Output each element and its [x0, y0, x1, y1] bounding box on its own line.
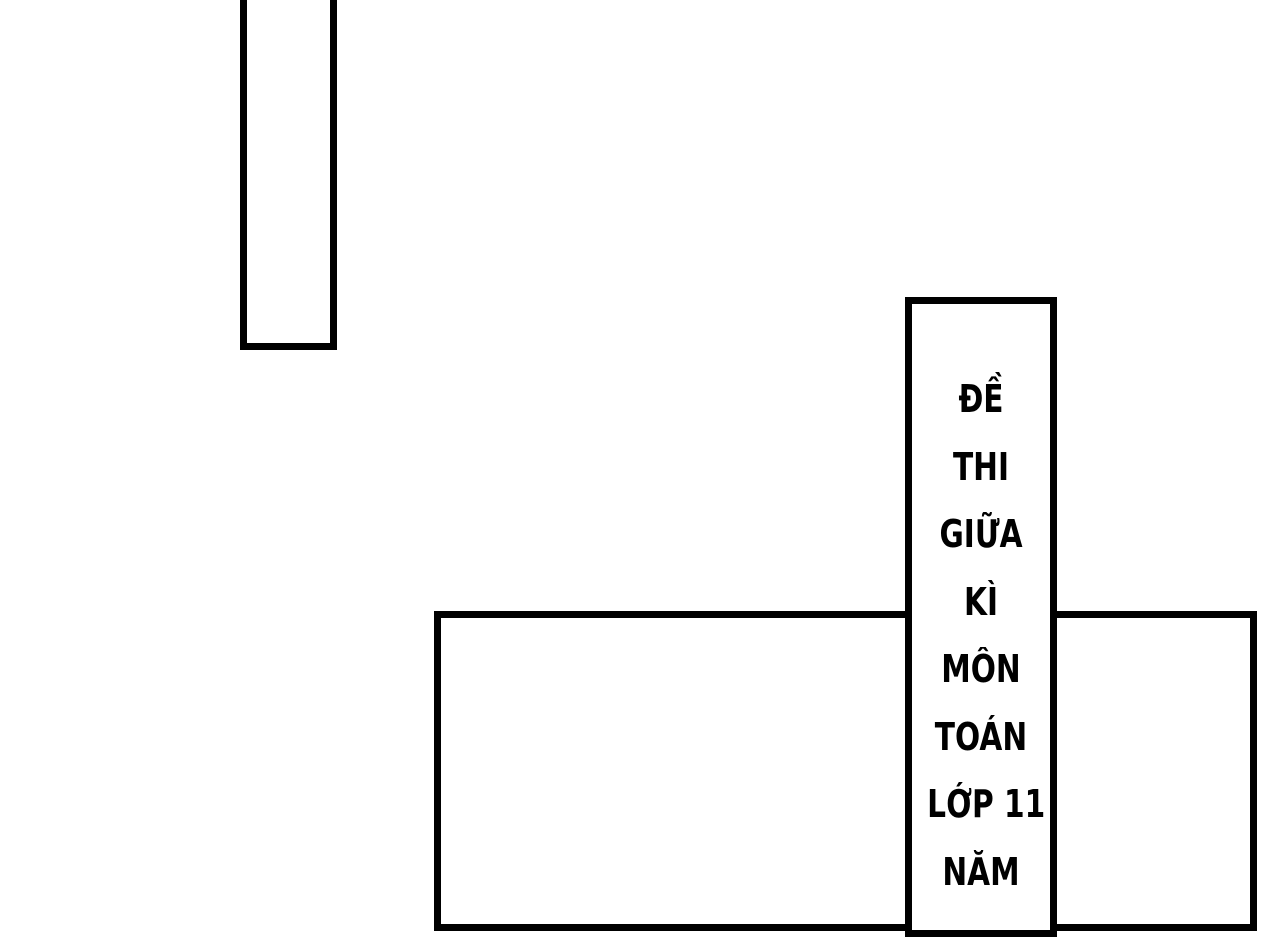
banner-line: THI	[952, 444, 1010, 489]
banner-line: TOÁN	[934, 714, 1028, 759]
banner-line: KÌ	[963, 579, 999, 624]
comic-panel-bottom	[434, 611, 1257, 931]
vertical-title-banner: ĐỀ THI GIỮA KÌ MÔN TOÁN LỚP 11 NĂM	[905, 297, 1057, 937]
comic-panel-top-left	[240, 0, 337, 350]
banner-line: ĐỀ	[958, 377, 1004, 421]
banner-text: ĐỀ THI GIỮA KÌ MÔN TOÁN LỚP 11 NĂM	[912, 366, 1050, 906]
banner-line: GIỮA	[939, 512, 1023, 556]
banner-line: LỚP 11	[927, 782, 1046, 826]
banner-line: MÔN	[941, 647, 1021, 691]
banner-line: NĂM	[942, 849, 1020, 894]
